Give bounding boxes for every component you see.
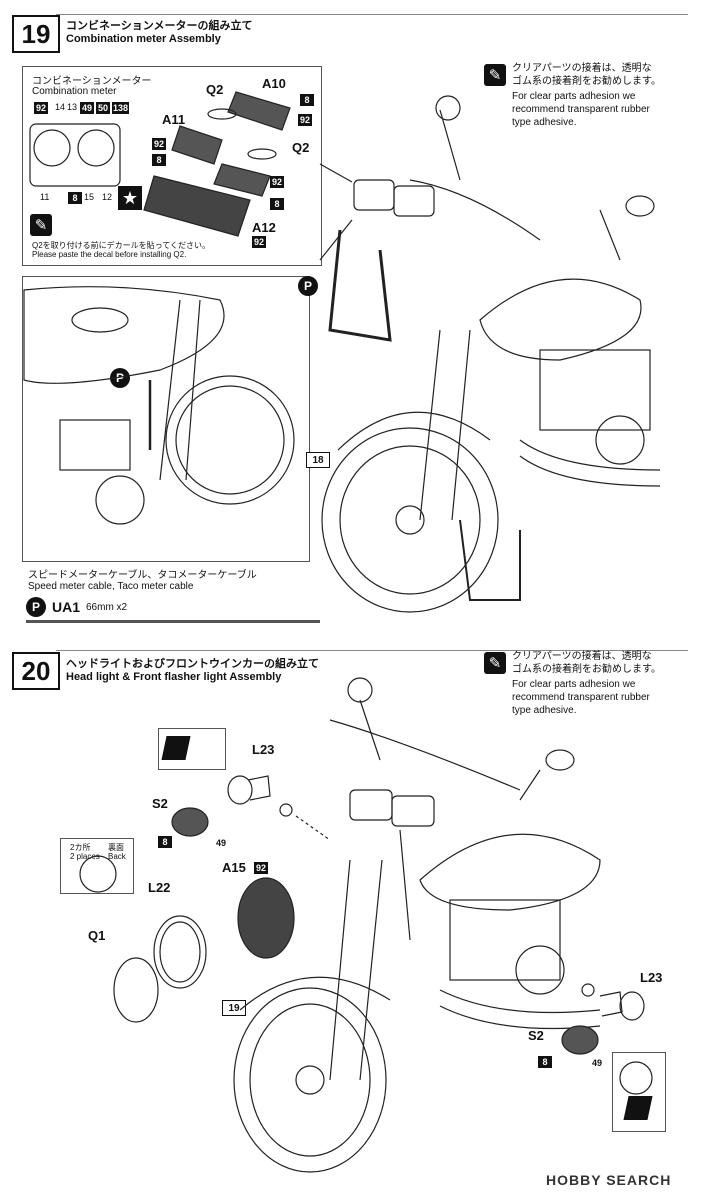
cable-label-en: Speed meter cable, Taco meter cable (28, 581, 194, 592)
meter-note-en: Please paste the decal before installing… (32, 250, 187, 259)
cable-label-jp: スピードメーターケーブル、タコメーターケーブル (28, 570, 257, 581)
code-49-right: 49 (592, 1058, 603, 1068)
clear-note-19-en1: For clear parts adhesion we (512, 91, 636, 102)
code-49: 49 (80, 102, 94, 114)
code-92c: 92 (270, 176, 284, 188)
part-l22: L22 (148, 880, 171, 895)
meter-heading-jp: コンビネーションメーター (32, 76, 152, 87)
back-en: Back (108, 852, 126, 861)
clear-glue-icon-20: ✎ (484, 652, 506, 674)
code-92-a15: 92 (254, 862, 268, 874)
code-138: 138 (112, 102, 130, 114)
clear-note-20-en2: recommend transparent rubber (512, 692, 650, 703)
clear-note-20-en3: type adhesive. (512, 705, 577, 716)
code-8a: 8 (300, 94, 314, 106)
watermark: HOBBY SEARCH (546, 1172, 672, 1188)
code-49-left: 49 (216, 838, 227, 848)
code-92: 92 (34, 102, 48, 114)
step19-title-en: Combination meter Assembly (66, 33, 221, 45)
meter-note-jp: Q2を取り付ける前にデカールを貼ってください。 (32, 241, 211, 250)
ref-step-19: 19 (222, 1000, 246, 1016)
places-en: 2 places (70, 852, 100, 861)
part-a10: A10 (262, 76, 286, 91)
clear-note-20-jp1: クリアパーツの接着は、透明な (512, 651, 652, 662)
clear-note-19-en2: recommend transparent rubber (512, 104, 650, 115)
p-marker-main: P (298, 276, 318, 296)
glue-icon: ✎ (30, 214, 52, 236)
code-15: 15 (84, 192, 95, 202)
code-11: 11 (40, 192, 50, 202)
clear-note-19-en3: type adhesive. (512, 117, 577, 128)
code-8-right: 8 (538, 1056, 552, 1068)
clear-glue-icon-19: ✎ (484, 64, 506, 86)
part-s2-left: S2 (152, 796, 168, 811)
ref-step-18: 18 (306, 452, 330, 468)
decal-inset-right (612, 1052, 666, 1132)
p-marker-detail: P (110, 368, 130, 388)
code-13: 13 (67, 102, 78, 112)
cable-part-ua1: UA1 (52, 599, 81, 615)
part-l23-right: L23 (640, 970, 663, 985)
clear-note-20-en1: For clear parts adhesion we (512, 679, 636, 690)
part-q1: Q1 (88, 928, 106, 943)
code-50: 50 (96, 102, 110, 114)
step20-title-en: Head light & Front flasher light Assembl… (66, 671, 282, 683)
code-8c: 8 (270, 198, 284, 210)
clear-note-19-jp1: クリアパーツの接着は、透明な (512, 63, 652, 74)
star-decal-icon: ★ (118, 186, 142, 210)
code-8b: 8 (152, 154, 166, 166)
step20-header-rule (56, 650, 688, 651)
places-jp: 2カ所 (70, 843, 91, 852)
cable-size: 66mm x2 (86, 602, 128, 613)
decal-stripe-icon-right (623, 1096, 653, 1120)
step19-title-jp: コンビネーションメーターの組み立て (66, 19, 253, 32)
step-number-20: 20 (12, 652, 60, 690)
part-a12: A12 (252, 220, 276, 235)
code-92a: 92 (298, 114, 312, 126)
cable-detail-box (22, 276, 310, 562)
code-14: 14 (55, 102, 66, 112)
part-l23-left: L23 (252, 742, 275, 757)
step19-divider (26, 620, 320, 623)
meter-heading-en: Combination meter (32, 86, 117, 97)
step-number-19: 19 (12, 15, 60, 53)
p-marker-cable: P (26, 597, 46, 617)
part-q2-right: Q2 (292, 140, 310, 155)
code-92b: 92 (152, 138, 166, 150)
clear-note-19-jp2: ゴム系の接着剤をお勧めします。 (512, 76, 661, 87)
code-92d: 92 (252, 236, 266, 248)
clear-note-20-jp2: ゴム系の接着剤をお勧めします。 (512, 664, 661, 675)
code-8-left: 8 (158, 836, 172, 848)
part-s2-right: S2 (528, 1028, 544, 1043)
part-a11: A11 (162, 112, 186, 127)
part-a15: A15 (222, 860, 246, 875)
back-jp: 裏面 (108, 843, 124, 852)
decal-stripe-icon (161, 736, 191, 760)
part-q2-top: Q2 (206, 82, 224, 97)
step20-title-jp: ヘッドライトおよびフロントウインカーの組み立て (66, 657, 319, 670)
code-12: 12 (102, 192, 113, 202)
code-8: 8 (68, 192, 82, 204)
step19-header-rule (56, 14, 688, 15)
